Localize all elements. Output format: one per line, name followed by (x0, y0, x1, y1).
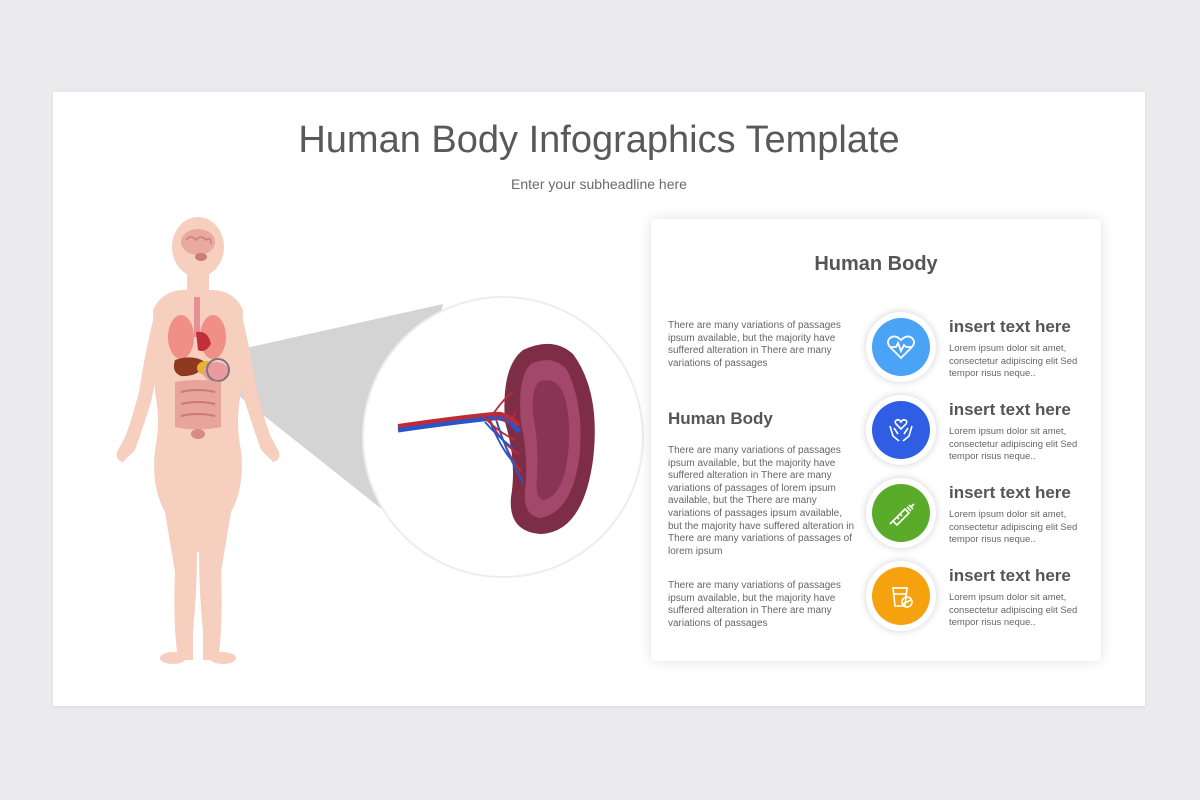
item-3-badge (866, 478, 936, 548)
item-1-title: insert text here (949, 317, 1071, 336)
card-title: Human Body (814, 253, 938, 275)
syringe-icon (889, 503, 915, 527)
medicine-cup-icon (892, 587, 913, 608)
item-4-badge (866, 561, 936, 631)
item-2-badge (866, 395, 936, 465)
page-subtitle: Enter your subheadline here (511, 176, 687, 192)
paragraph-3: There are many variations of passages ip… (668, 580, 841, 629)
item-1-badge (866, 312, 936, 382)
item-4-circle (872, 567, 930, 625)
slide: Human Body Infographics Template Enter y… (53, 92, 1145, 706)
item-4-title: insert text here (949, 566, 1071, 585)
item-1-desc: Lorem ipsum dolor sit amet, consectetur … (949, 343, 1078, 379)
info-card: Human Body There are many variations of … (651, 219, 1101, 661)
page-title: Human Body Infographics Template (298, 119, 900, 161)
hands-care-icon (889, 418, 913, 442)
heartbeat-icon (887, 335, 915, 360)
item-2-circle (872, 401, 930, 459)
anatomy-illustration (116, 217, 644, 664)
internal-organs (168, 297, 230, 439)
spleen-organ (397, 343, 595, 534)
item-3-title: insert text here (949, 483, 1071, 502)
paragraph-1: There are many variations of passages ip… (668, 320, 841, 369)
human-body-figure (116, 217, 280, 664)
item-2-title: insert text here (949, 400, 1071, 419)
item-1-circle (872, 318, 930, 376)
item-3-circle (872, 484, 930, 542)
paragraph-2: There are many variations of passages ip… (668, 445, 855, 557)
magnifier-circle (362, 296, 644, 578)
item-2-desc: Lorem ipsum dolor sit amet, consectetur … (949, 426, 1078, 462)
brain-icon (181, 229, 215, 261)
item-3-desc: Lorem ipsum dolor sit amet, consectetur … (949, 509, 1078, 545)
left-heading: Human Body (668, 409, 773, 428)
item-4-desc: Lorem ipsum dolor sit amet, consectetur … (949, 592, 1078, 628)
